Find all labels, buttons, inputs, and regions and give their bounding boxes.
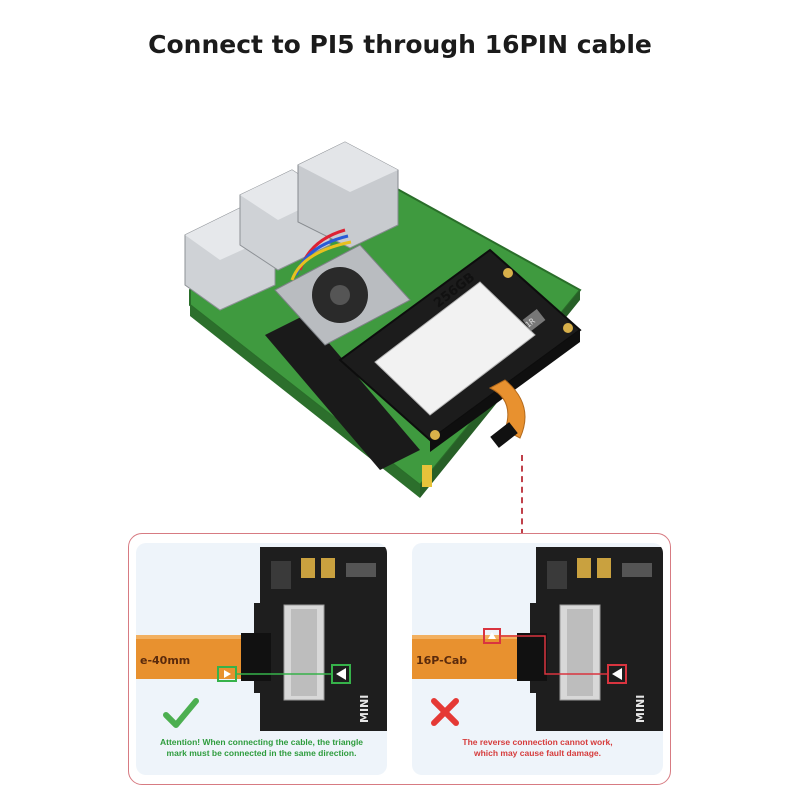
ssd-module (374, 281, 536, 416)
product-illustration: 256GB 1R (170, 130, 600, 510)
callout-dashed-line (521, 455, 523, 535)
correct-connection-card: e-40mm MINI Attention! When connecting t… (136, 543, 387, 775)
board-label: MINI (358, 695, 371, 723)
board-label: MINI (634, 695, 647, 723)
reverse-connection-card: 16P-Cab MINI The reverse connection cann… (412, 543, 663, 775)
page-title: Connect to PI5 through 16PIN cable (148, 30, 652, 59)
caption-line: which may cause fault damage. (473, 748, 602, 758)
connector-triangle-marker (331, 664, 351, 684)
caption-line: The reverse connection cannot work, (462, 737, 613, 747)
caption-line: Attention! When connecting the cable, th… (159, 737, 364, 747)
active-cooler (274, 228, 411, 346)
caption-line: mark must be connected in the same direc… (166, 748, 357, 758)
connector-triangle-marker (607, 664, 627, 684)
cable-label: e-40mm (140, 654, 190, 667)
check-icon (163, 698, 199, 728)
cable-label: 16P-Cab (416, 654, 467, 667)
ffc-cable (488, 379, 526, 439)
gpio-header (265, 315, 420, 470)
cross-icon (431, 698, 459, 726)
ethernet-port (297, 141, 399, 249)
ffc-cable (136, 635, 241, 679)
